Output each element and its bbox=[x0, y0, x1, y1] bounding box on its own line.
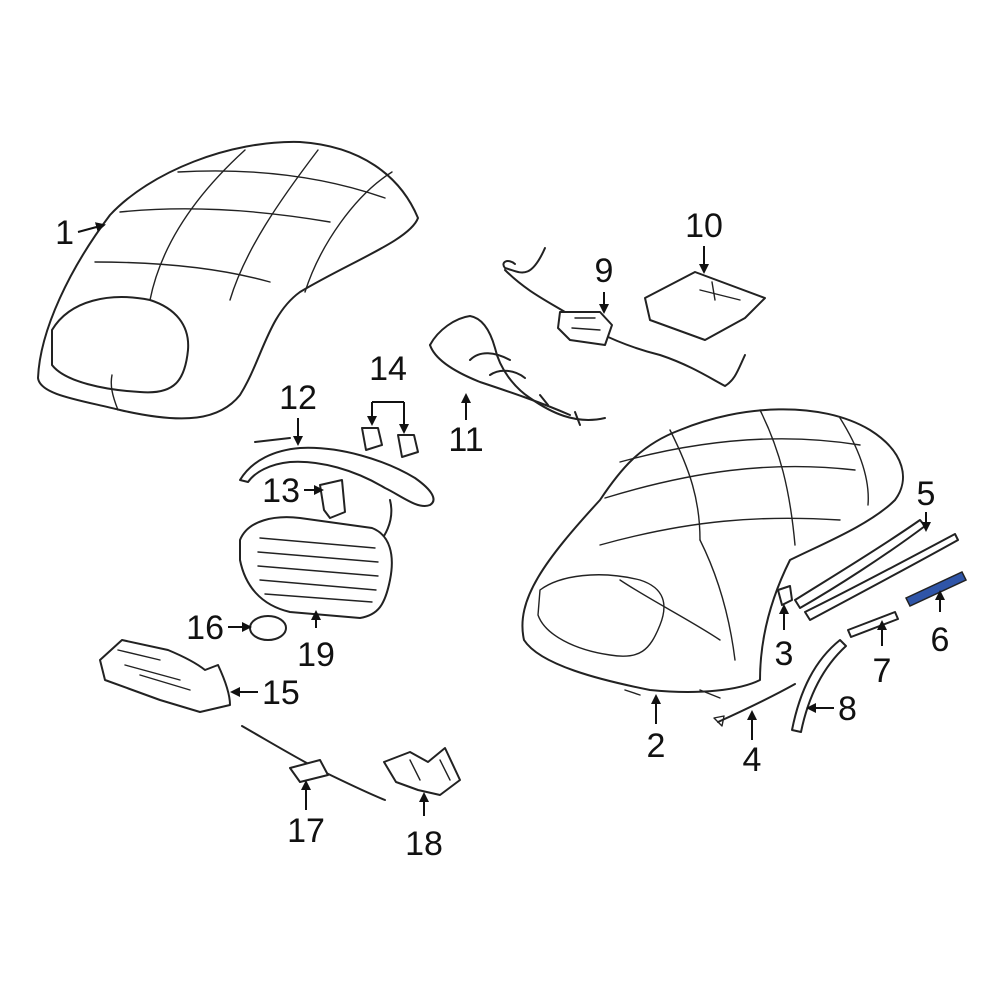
callout-7[interactable]: 7 bbox=[873, 652, 892, 690]
callout-6[interactable]: 6 bbox=[931, 621, 950, 659]
part-14-clips[interactable] bbox=[361, 427, 419, 458]
part-12-rear-bow[interactable] bbox=[239, 437, 435, 553]
part-10-cover-pad[interactable] bbox=[644, 271, 766, 341]
callout-10[interactable]: 10 bbox=[685, 207, 723, 245]
callout-15[interactable]: 15 bbox=[262, 674, 300, 712]
part-3-bracket[interactable] bbox=[777, 585, 793, 606]
callout-9[interactable]: 9 bbox=[595, 252, 614, 290]
part-7-strip[interactable] bbox=[847, 611, 899, 638]
callout-1[interactable]: 1 bbox=[55, 214, 74, 252]
part-1-soft-top[interactable] bbox=[37, 140, 419, 420]
part-2-top-frame[interactable] bbox=[521, 408, 904, 699]
part-13-latch[interactable] bbox=[319, 479, 346, 519]
part-19-rear-window[interactable] bbox=[239, 516, 393, 619]
part-18-mount-bracket[interactable] bbox=[383, 747, 461, 796]
callout-labels: 1 2 3 4 5 6 7 8 9 10 11 12 13 14 15 16 1… bbox=[55, 207, 949, 863]
callout-13[interactable]: 13 bbox=[262, 472, 300, 510]
callout-11[interactable]: 11 bbox=[448, 421, 483, 459]
callout-12[interactable]: 12 bbox=[279, 379, 317, 417]
part-9-motor-assembly[interactable] bbox=[502, 247, 746, 388]
callout-8[interactable]: 8 bbox=[838, 690, 857, 728]
part-6-molding[interactable] bbox=[904, 571, 968, 607]
callout-17[interactable]: 17 bbox=[287, 812, 325, 850]
callout-19[interactable]: 19 bbox=[297, 636, 335, 674]
callout-2[interactable]: 2 bbox=[647, 727, 666, 765]
callout-16[interactable]: 16 bbox=[186, 609, 224, 647]
leader-lines bbox=[77, 222, 945, 816]
callout-3[interactable]: 3 bbox=[775, 635, 794, 673]
callout-18[interactable]: 18 bbox=[405, 825, 443, 863]
part-4-lower-strip[interactable] bbox=[713, 683, 796, 727]
callout-5[interactable]: 5 bbox=[917, 475, 936, 513]
part-16-grommet[interactable] bbox=[249, 615, 287, 641]
part-17-cable-bracket[interactable] bbox=[241, 725, 386, 801]
part-15-trim-panel[interactable] bbox=[99, 639, 231, 713]
callout-4[interactable]: 4 bbox=[743, 741, 762, 779]
callout-14[interactable]: 14 bbox=[369, 350, 407, 388]
part-5-upper-strip[interactable] bbox=[794, 519, 959, 621]
part-11-wiring-harness[interactable] bbox=[429, 314, 606, 426]
